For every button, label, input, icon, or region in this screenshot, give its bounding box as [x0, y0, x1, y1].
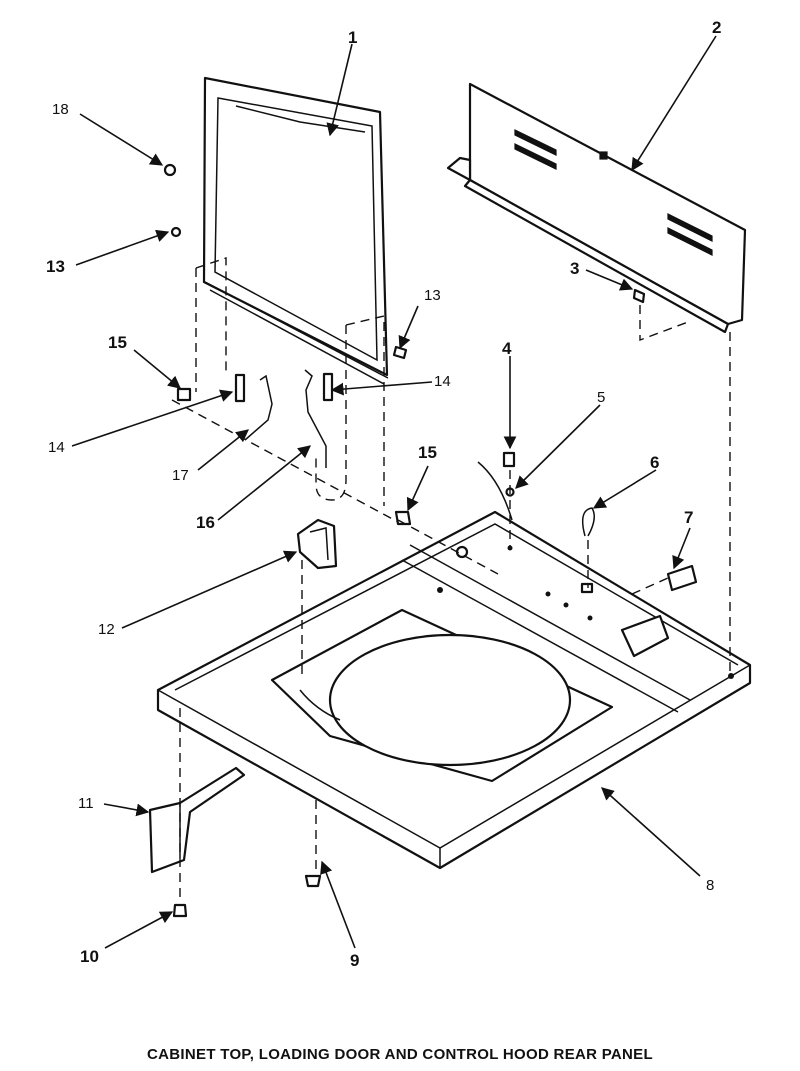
hardware-parts — [163, 163, 698, 918]
callout-18: 18 — [52, 101, 69, 118]
callout-10: 10 — [80, 947, 99, 966]
callout-6: 6 — [650, 453, 659, 472]
callout-15-right: 15 — [418, 443, 437, 462]
control-hood-rear-panel-part — [446, 82, 747, 334]
leader-lines — [71, 35, 717, 949]
callout-7: 7 — [684, 508, 693, 527]
alignment-lines — [171, 257, 731, 902]
diagram-caption: CABINET TOP, LOADING DOOR AND CONTROL HO… — [147, 1046, 653, 1063]
handle-part — [296, 518, 338, 570]
callout-11: 11 — [78, 795, 94, 812]
callout-9: 9 — [350, 951, 359, 970]
loading-door-part — [202, 76, 389, 385]
callout-labels: 1 2 3 4 5 6 7 8 9 10 11 12 13 13 14 14 1… — [46, 18, 721, 970]
callout-3: 3 — [570, 259, 579, 278]
callout-12: 12 — [98, 621, 115, 638]
cabinet-top-part — [156, 510, 752, 870]
callout-13-upper-left: 13 — [46, 257, 65, 276]
callout-13-right: 13 — [424, 287, 441, 304]
callout-17: 17 — [172, 467, 189, 484]
callout-2: 2 — [712, 18, 721, 37]
callout-8: 8 — [706, 877, 714, 894]
bracket-part — [148, 766, 246, 874]
callout-1: 1 — [348, 28, 357, 47]
callout-4: 4 — [502, 339, 512, 358]
callout-14-right: 14 — [434, 373, 451, 390]
callout-5: 5 — [597, 389, 605, 406]
callout-14-left: 14 — [48, 439, 65, 456]
callout-15-left: 15 — [108, 333, 127, 352]
callout-16: 16 — [196, 513, 215, 532]
